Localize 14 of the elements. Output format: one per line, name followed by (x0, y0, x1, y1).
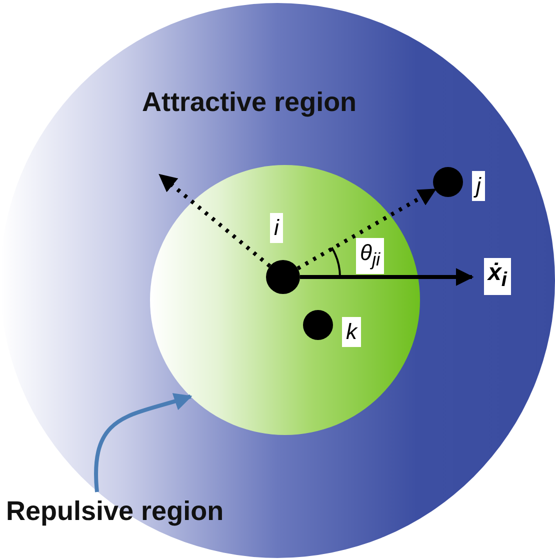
edge-label: ẋ$_{i}$ (484, 258, 511, 295)
agent-label: k (342, 317, 361, 347)
region-label: Repulsive region (6, 496, 224, 527)
agent-label: i (270, 213, 283, 243)
agent-dot (303, 310, 333, 340)
angle-label: θ$_{ji}$ (356, 238, 384, 274)
velocity-arrow (300, 268, 474, 286)
agent-dot (433, 167, 463, 197)
region-label: Attractive region (142, 87, 357, 118)
dotted-arrow (158, 173, 272, 268)
dotted-arrow (296, 188, 437, 270)
agent-label: j (472, 171, 485, 201)
leader-arrow (94, 392, 192, 492)
agent-dot (266, 260, 300, 294)
